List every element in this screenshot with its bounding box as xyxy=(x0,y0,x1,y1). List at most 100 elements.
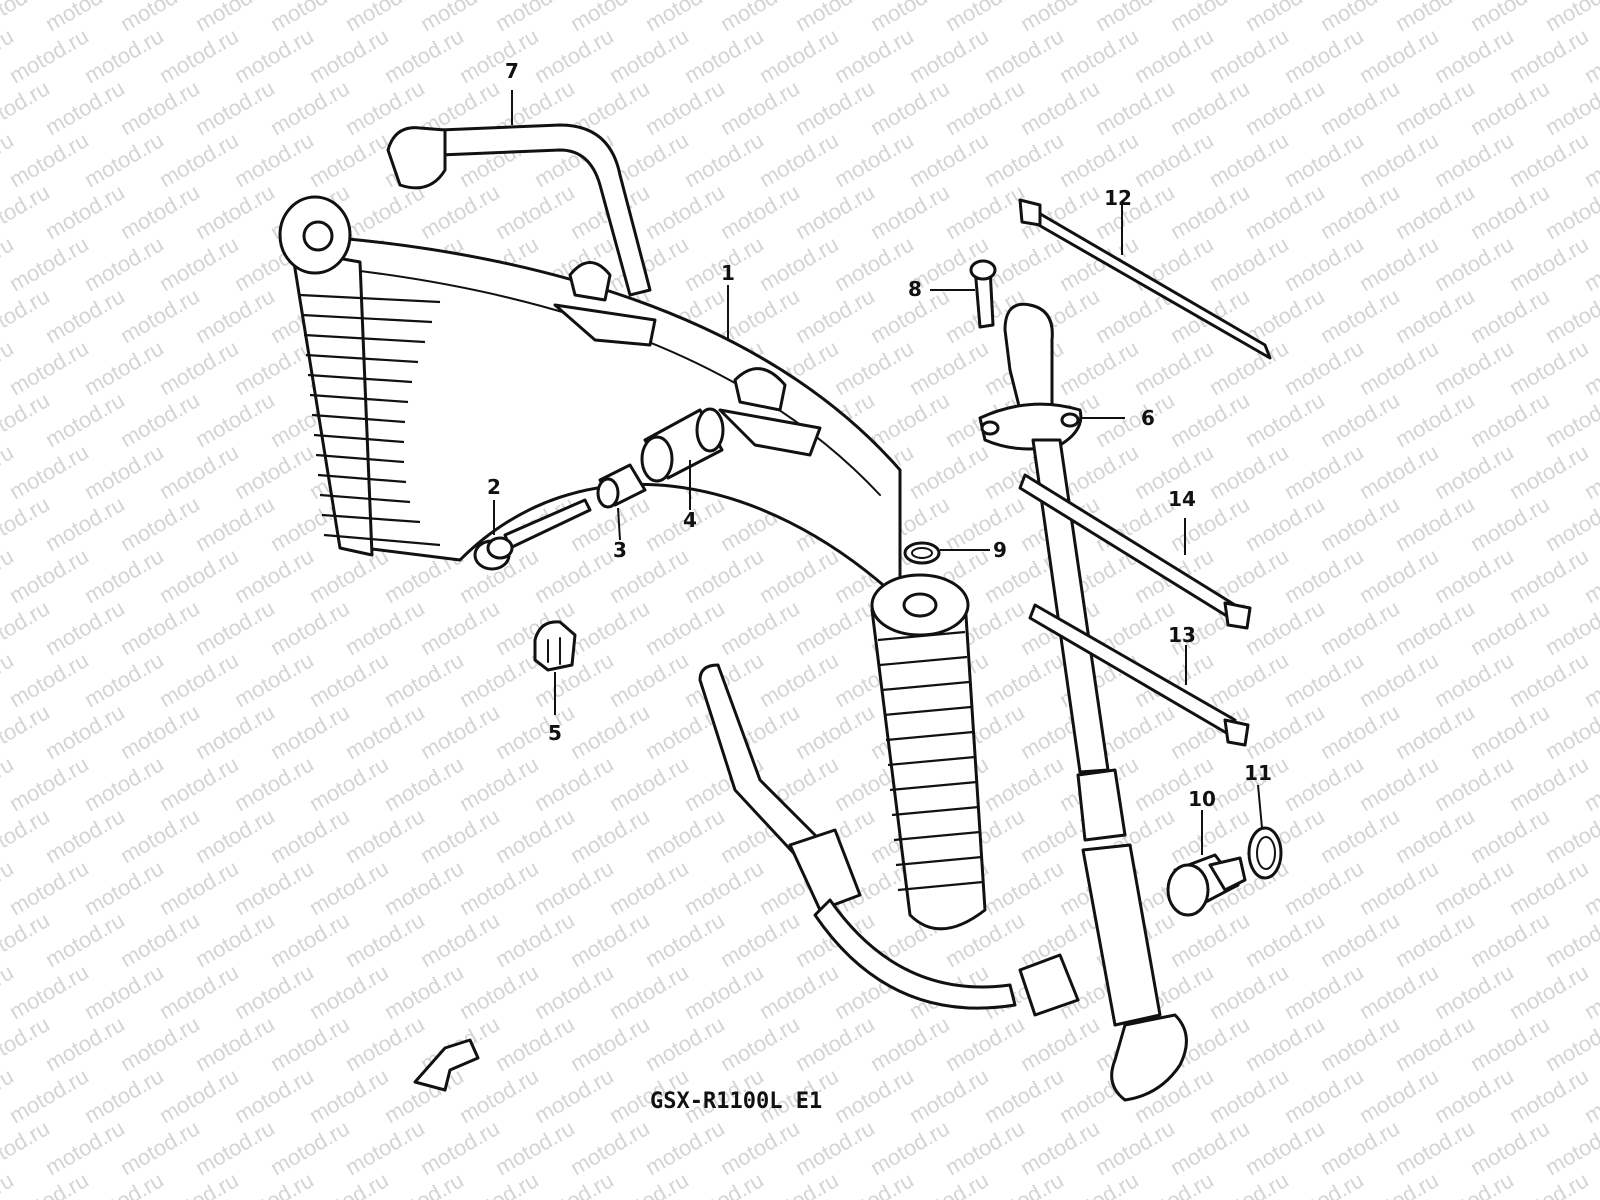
watermark-text: motod.ru xyxy=(0,283,54,348)
watermark-text: motod.ru xyxy=(530,23,618,88)
model-caption: GSX-R1100L E1 xyxy=(650,1089,822,1114)
watermark-text: motod.ru xyxy=(116,491,204,556)
watermark-text: motod.ru xyxy=(1355,855,1443,920)
watermark-text: motod.ru xyxy=(1430,23,1518,88)
watermark-text: motod.ru xyxy=(641,0,729,36)
watermark-text: motod.ru xyxy=(1241,179,1329,244)
watermark-text: motod.ru xyxy=(5,1063,93,1128)
bolt-8 xyxy=(969,259,997,329)
watermark-text: motod.ru xyxy=(305,751,393,816)
watermark-text: motod.ru xyxy=(641,595,729,660)
watermark-text: motod.ru xyxy=(1355,439,1443,504)
watermark-text: motod.ru xyxy=(1505,855,1593,920)
watermark-text: motod.ru xyxy=(680,959,768,1024)
watermark-text: motod.ru xyxy=(491,179,579,244)
washer-11 xyxy=(1247,826,1283,880)
watermark-text: motod.ru xyxy=(155,127,243,192)
watermark-text: motod.ru xyxy=(5,855,93,920)
watermark-text: motod.ru xyxy=(566,699,654,764)
watermark-text: motod.ru xyxy=(5,439,93,504)
watermark-text: motod.ru xyxy=(791,1115,879,1180)
watermark-text: motod.ru xyxy=(1316,699,1404,764)
watermark-text: motod.ru xyxy=(1091,75,1179,140)
watermark-text: motod.ru xyxy=(380,23,468,88)
watermark-text: motod.ru xyxy=(266,75,354,140)
watermark-text: motod.ru xyxy=(1505,543,1593,608)
watermark-text: motod.ru xyxy=(1466,803,1554,868)
watermark-text: motod.ru xyxy=(0,699,54,764)
watermark-text: motod.ru xyxy=(230,127,318,192)
watermark-text: motod.ru xyxy=(1316,1011,1404,1076)
watermark-text: motod.ru xyxy=(605,647,693,712)
watermark-text: motod.ru xyxy=(1055,23,1143,88)
watermark-text: motod.ru xyxy=(1355,127,1443,192)
watermark-text: motod.ru xyxy=(1391,283,1479,348)
watermark-text: motod.ru xyxy=(41,699,129,764)
watermark-text: motod.ru xyxy=(1430,751,1518,816)
watermark-text: motod.ru xyxy=(755,23,843,88)
watermark-text: motod.ru xyxy=(1205,1063,1293,1128)
watermark-text: motod.ru xyxy=(1241,0,1329,36)
callout-9: 9 xyxy=(993,538,1007,562)
watermark-text: motod.ru xyxy=(980,23,1068,88)
watermark-text: motod.ru xyxy=(5,23,93,88)
watermark-text: motod.ru xyxy=(155,751,243,816)
watermark-text: motod.ru xyxy=(380,647,468,712)
watermark-text: motod.ru xyxy=(791,0,879,36)
watermark-text: motod.ru xyxy=(341,1115,429,1180)
watermark-text: motod.ru xyxy=(80,127,168,192)
watermark-text: motod.ru xyxy=(716,75,804,140)
watermark-text: motod.ru xyxy=(1166,387,1254,452)
watermark-text: motod.ru xyxy=(1505,127,1593,192)
watermark-text: motod.ru xyxy=(866,1115,954,1180)
watermark-text: motod.ru xyxy=(866,1011,954,1076)
watermark-text: motod.ru xyxy=(1316,0,1404,36)
callout-1: 1 xyxy=(721,261,735,285)
watermark-text: motod.ru xyxy=(191,699,279,764)
o-ring-9 xyxy=(903,541,941,565)
bolt-2 xyxy=(473,498,592,571)
watermark-text: motod.ru xyxy=(1466,1115,1554,1180)
watermark-text: motod.ru xyxy=(755,231,843,296)
watermark-text: motod.ru xyxy=(41,907,129,972)
watermark-text: motod.ru xyxy=(1205,647,1293,712)
watermark-text: motod.ru xyxy=(80,231,168,296)
watermark-text: motod.ru xyxy=(1505,1063,1593,1128)
watermark-text: motod.ru xyxy=(116,1011,204,1076)
watermark-text: motod.ru xyxy=(1055,335,1143,400)
watermark-text: motod.ru xyxy=(266,1115,354,1180)
watermark-text: motod.ru xyxy=(1316,491,1404,556)
watermark-text: motod.ru xyxy=(41,1011,129,1076)
watermark-text: motod.ru xyxy=(0,1115,54,1180)
watermark-text: motod.ru xyxy=(1391,907,1479,972)
watermark-text: motod.ru xyxy=(155,23,243,88)
watermark-text: motod.ru xyxy=(1280,1063,1368,1128)
watermark-text: motod.ru xyxy=(1391,0,1479,36)
watermark-text: motod.ru xyxy=(680,855,768,920)
watermark-text: motod.ru xyxy=(416,699,504,764)
watermark-text: motod.ru xyxy=(380,959,468,1024)
left-fins xyxy=(299,293,441,547)
watermark-text: motod.ru xyxy=(116,75,204,140)
watermark-text: motod.ru xyxy=(191,387,279,452)
watermark-text: motod.ru xyxy=(941,179,1029,244)
watermark-text: motod.ru xyxy=(41,0,129,36)
watermark-text: motod.ru xyxy=(416,803,504,868)
watermark-text: motod.ru xyxy=(1316,283,1404,348)
watermark-text: motod.ru xyxy=(1391,595,1479,660)
watermark-text: motod.ru xyxy=(1241,491,1329,556)
watermark-text: motod.ru xyxy=(1466,491,1554,556)
watermark-text: motod.ru xyxy=(1016,0,1104,36)
watermark-text: motod.ru xyxy=(605,751,693,816)
watermark-text: motod.ru xyxy=(0,1011,54,1076)
watermark-text: motod.ru xyxy=(80,335,168,400)
watermark-text: motod.ru xyxy=(1430,855,1518,920)
watermark-text: motod.ru xyxy=(941,0,1029,36)
watermark-text: motod.ru xyxy=(191,1115,279,1180)
watermark-text: motod.ru xyxy=(1280,751,1368,816)
watermark-text: motod.ru xyxy=(791,1011,879,1076)
watermark-text: motod.ru xyxy=(680,127,768,192)
watermark-text: motod.ru xyxy=(341,1011,429,1076)
